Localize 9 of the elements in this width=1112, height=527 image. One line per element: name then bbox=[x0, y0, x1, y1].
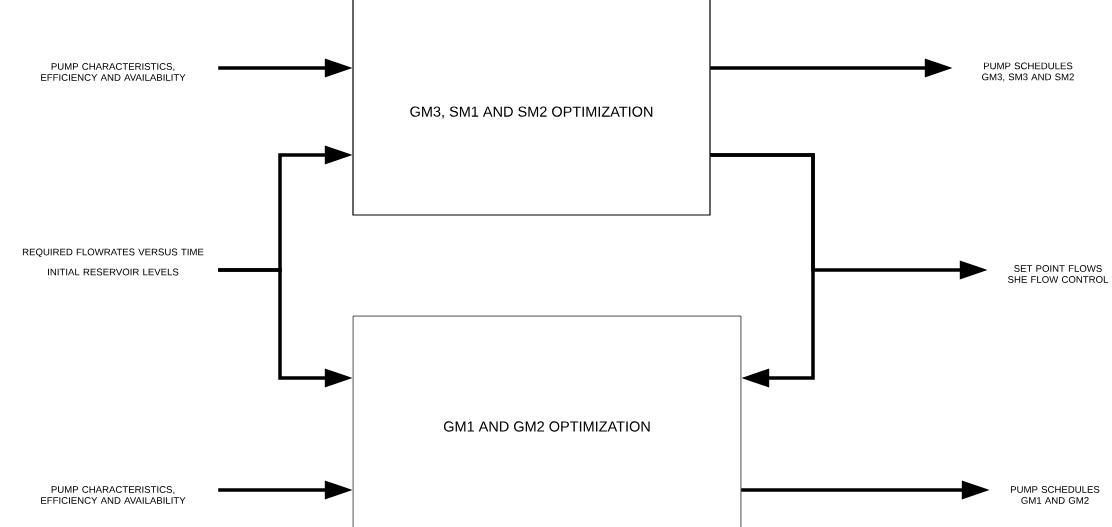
arrow bbox=[710, 153, 815, 388]
input-label: PUMP SCHEDULES GM1 AND GM2 bbox=[1010, 486, 1100, 504]
process-box: GM1 AND GM2 OPTIMIZATION bbox=[352, 315, 742, 527]
input-label: SET POINT FLOWS SHE FLOW CONTROL bbox=[1008, 265, 1109, 283]
process-box: GM3, SM1 AND SM2 OPTIMIZATION bbox=[352, 0, 711, 216]
input-label: PUMP SCHEDULES GM3, SM3 AND SM2 bbox=[982, 62, 1074, 82]
input-label: REQUIRED FLOWRATES VERSUS TIME INITIAL RESERVOIR LEVELS bbox=[22, 248, 204, 276]
input-label: PUMP CHARACTERISTICS, EFFICIENCY AND AVAILABILITY bbox=[41, 63, 186, 81]
input-label: PUMP CHARACTERISTICS, EFFICIENCY AND AVAILABILITY bbox=[41, 486, 186, 504]
